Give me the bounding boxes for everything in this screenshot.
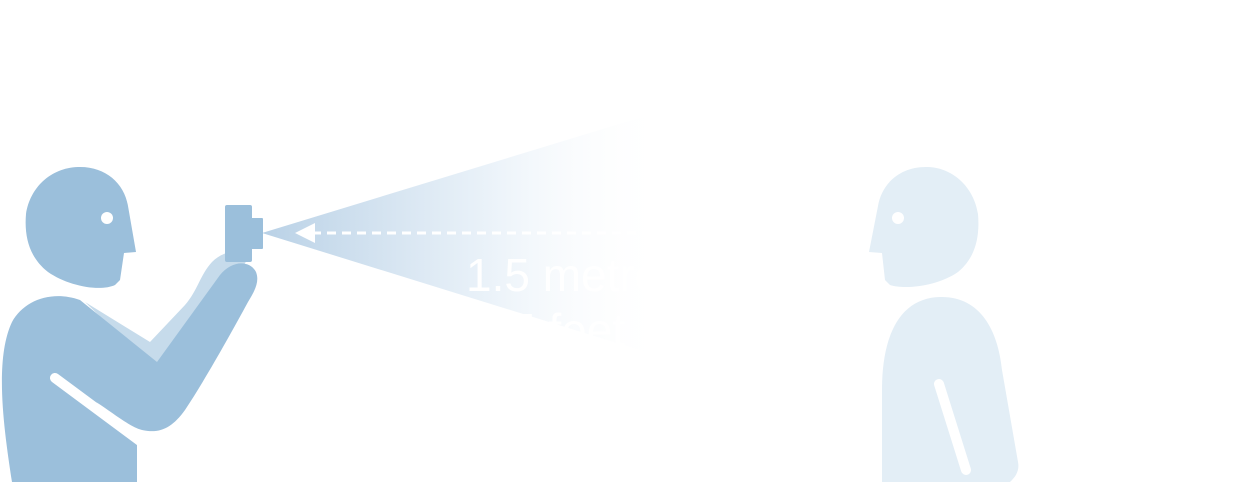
dashed-arrow-left-icon — [295, 223, 650, 243]
photographer-arm-line — [50, 373, 153, 452]
phone-icon — [225, 205, 263, 262]
photographer-body — [1, 263, 258, 482]
subject-body — [882, 296, 1019, 482]
distance-label-group: 1.5 metres 5 feet — [466, 249, 683, 356]
subject-eye — [892, 212, 904, 224]
photographer-head — [25, 166, 136, 288]
subject-arm-line — [934, 379, 971, 475]
person-holding-phone-icon — [1, 166, 263, 482]
photographer-eye — [101, 212, 113, 224]
person-standing-icon — [869, 166, 1019, 482]
photographer-arm-shadow — [85, 252, 248, 372]
subject-head — [869, 166, 979, 288]
distance-imperial-label: 5 feet — [510, 304, 625, 356]
distance-metric-label: 1.5 metres — [466, 249, 683, 301]
